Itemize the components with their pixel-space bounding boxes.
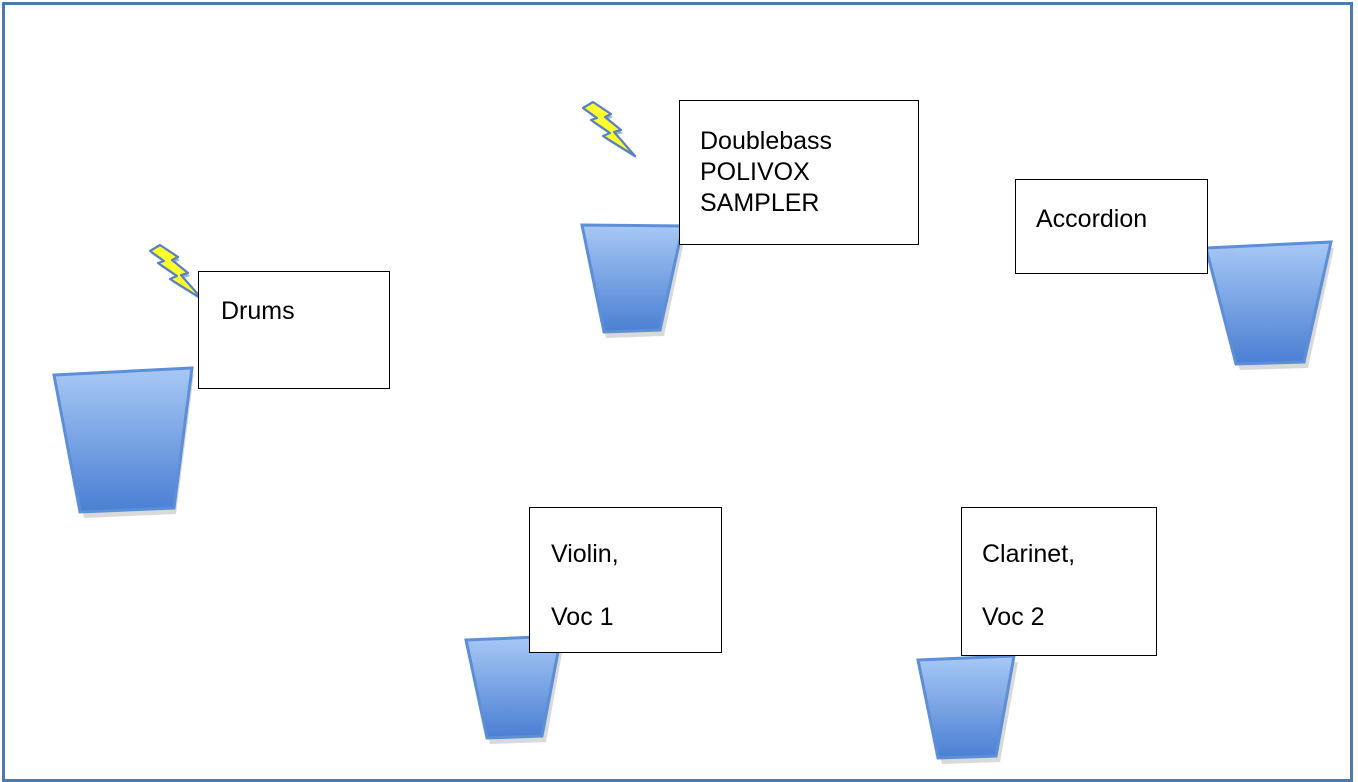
doublebass-lightning-icon xyxy=(581,100,637,159)
violin-label-line-1: Violin, xyxy=(551,540,619,568)
clarinet-speaker-icon xyxy=(916,654,1018,764)
doublebass-label-line-2: POLIVOX xyxy=(700,158,810,186)
doublebass-label-line-1: Doublebass xyxy=(700,127,833,155)
doublebass-label: Doublebass POLIVOX SAMPLER xyxy=(679,100,919,245)
drums-label-line-1: Drums xyxy=(221,297,295,325)
accordion-label: Accordion xyxy=(1015,179,1208,274)
clarinet-label-line-1: Clarinet, xyxy=(982,540,1076,568)
drums-speaker-icon xyxy=(52,366,194,518)
violin-label: Violin, Voc 1 xyxy=(529,507,722,653)
drums-label: Drums xyxy=(198,271,390,389)
violin-speaker-icon xyxy=(464,634,564,744)
accordion-label-line-1: Accordion xyxy=(1036,205,1148,233)
clarinet-label: Clarinet, Voc 2 xyxy=(961,507,1157,656)
doublebass-label-line-3: SAMPLER xyxy=(700,189,820,217)
accordion-speaker-icon xyxy=(1204,240,1334,370)
clarinet-label-line-2: Voc 2 xyxy=(982,603,1045,631)
doublebass-speaker-icon xyxy=(580,223,686,338)
drums-lightning-icon xyxy=(148,243,204,302)
violin-label-line-2: Voc 1 xyxy=(551,603,614,631)
